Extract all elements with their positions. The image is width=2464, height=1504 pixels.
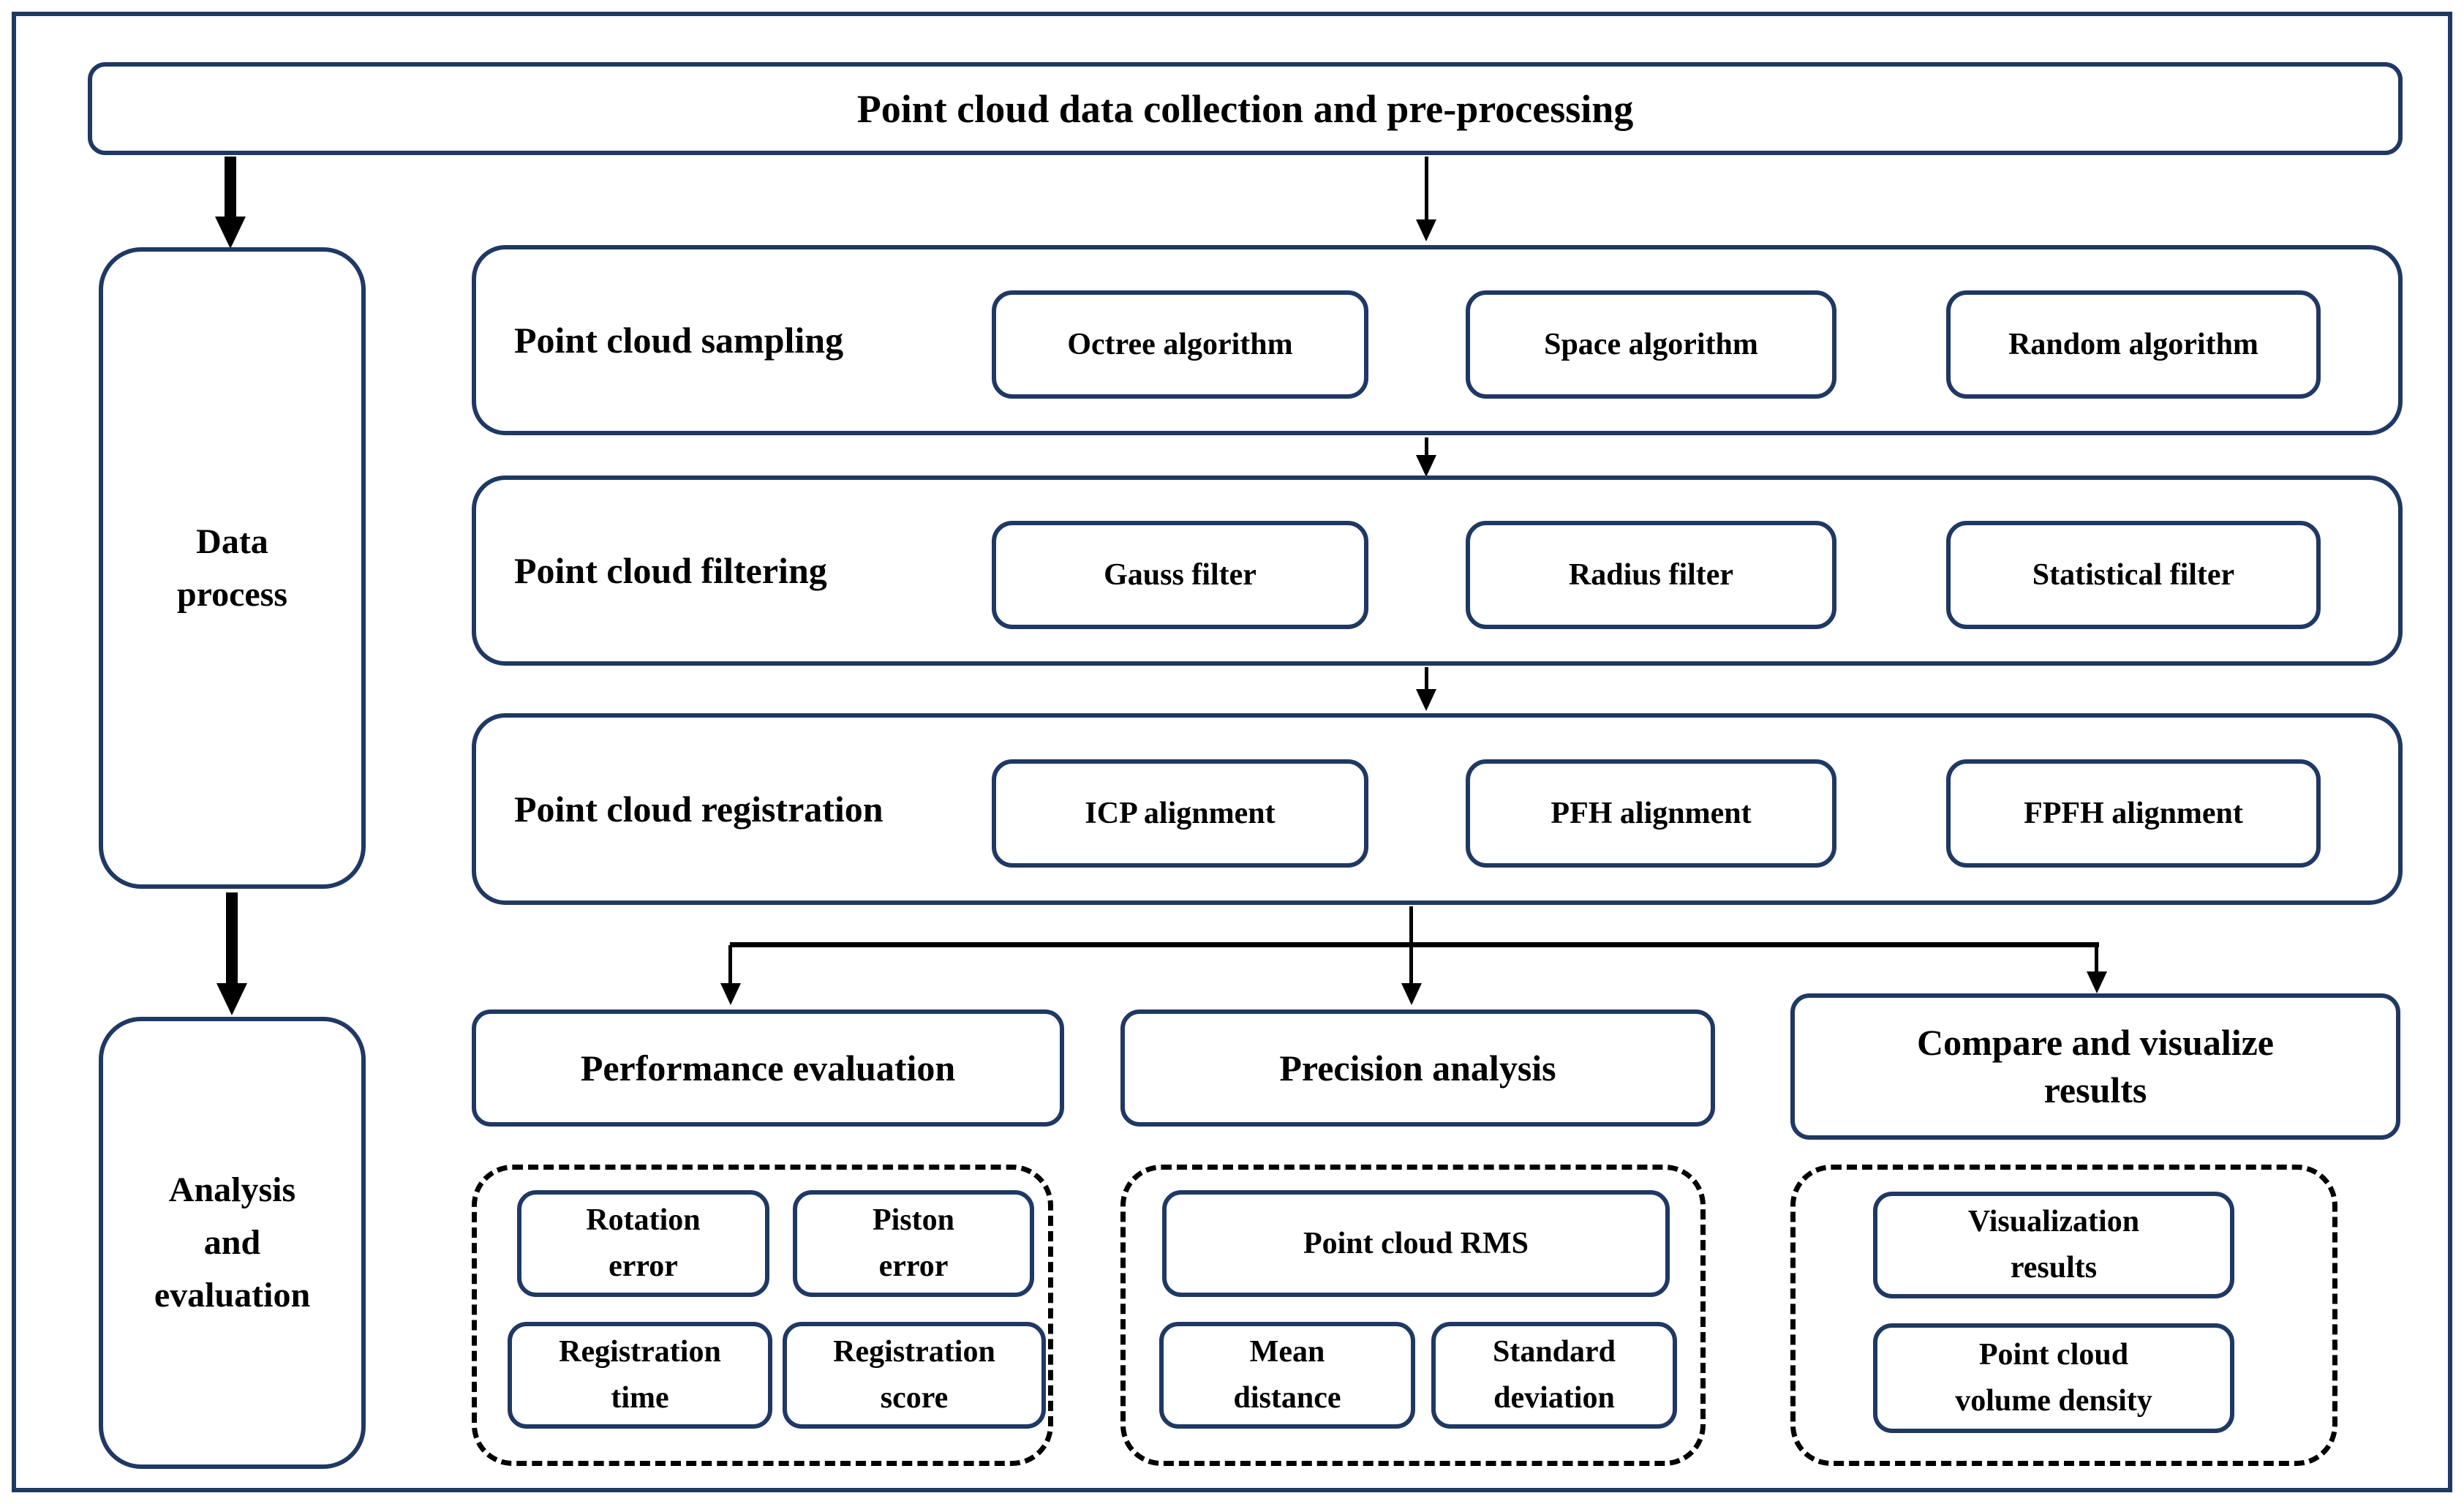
output-visualization-results: Visualization results (1873, 1192, 2234, 1298)
registration-score-label: Registration score (833, 1335, 995, 1415)
branch-horizontal-line (730, 942, 2099, 947)
row-sampling-label: Point cloud sampling (514, 320, 844, 361)
chip-statistical-filter: Statistical filter (1946, 521, 2321, 629)
chip-pfh-alignment: PFH alignment (1466, 759, 1836, 868)
metric-rotation-error: Rotation error (517, 1190, 769, 1297)
chip-random-algorithm: Random algorithm (1946, 290, 2321, 399)
mean-distance-label: Mean distance (1233, 1335, 1341, 1415)
analysis-evaluation-label: Analysis and evaluation (154, 1170, 311, 1315)
chip-space-label: Space algorithm (1544, 328, 1758, 361)
compare-visualize-label: Compare and visualize results (1917, 1022, 2274, 1110)
chip-fpfh-alignment: FPFH alignment (1946, 759, 2321, 868)
chip-radius-label: Radius filter (1568, 558, 1734, 592)
chip-statistical-label: Statistical filter (2032, 558, 2235, 592)
metric-standard-deviation: Standard deviation (1431, 1322, 1677, 1429)
analysis-evaluation-box: Analysis and evaluation (99, 1017, 366, 1469)
chip-gauss-filter: Gauss filter (992, 521, 1368, 629)
data-process-label: Data process (176, 522, 288, 614)
row-point-cloud-registration: Point cloud registration ICP alignment P… (472, 713, 2403, 905)
row-point-cloud-sampling: Point cloud sampling Octree algorithm Sp… (472, 245, 2403, 435)
group-visualization-outputs: Visualization results Point cloud volume… (1790, 1165, 2337, 1466)
visualization-results-label: Visualization results (1967, 1205, 2140, 1285)
standard-deviation-label: Standard deviation (1492, 1335, 1616, 1415)
header-precision-analysis: Precision analysis (1120, 1009, 1715, 1127)
point-cloud-rms-label: Point cloud RMS (1303, 1226, 1529, 1260)
chip-octree-algorithm: Octree algorithm (992, 290, 1368, 399)
row-registration-label: Point cloud registration (514, 789, 884, 830)
chip-octree-label: Octree algorithm (1067, 328, 1293, 361)
chip-icp-alignment: ICP alignment (992, 759, 1368, 868)
volume-density-label: Point cloud volume density (1955, 1338, 2152, 1418)
chip-fpfh-label: FPFH alignment (2024, 797, 2243, 830)
diagram-title: Point cloud data collection and pre-proc… (856, 86, 1634, 131)
chip-gauss-label: Gauss filter (1104, 558, 1257, 592)
rotation-error-label: Rotation error (586, 1203, 701, 1283)
header-compare-visualize-results: Compare and visualize results (1790, 993, 2400, 1140)
chip-space-algorithm: Space algorithm (1466, 290, 1836, 399)
output-point-cloud-volume-density: Point cloud volume density (1873, 1323, 2234, 1433)
registration-time-label: Registration time (559, 1335, 721, 1415)
performance-evaluation-label: Performance evaluation (580, 1047, 956, 1088)
row-point-cloud-filtering: Point cloud filtering Gauss filter Radiu… (472, 475, 2403, 666)
metric-point-cloud-rms: Point cloud RMS (1162, 1190, 1670, 1297)
row-filtering-label: Point cloud filtering (514, 550, 827, 591)
chip-icp-label: ICP alignment (1085, 797, 1276, 830)
header-performance-evaluation: Performance evaluation (472, 1009, 1064, 1127)
piston-error-label: Piston error (872, 1203, 954, 1283)
group-precision-metrics: Point cloud RMS Mean distance Standard d… (1120, 1165, 1706, 1466)
metric-registration-time: Registration time (508, 1322, 772, 1429)
outer-frame (12, 12, 2452, 1492)
chip-radius-filter: Radius filter (1466, 521, 1836, 629)
title-box: Point cloud data collection and pre-proc… (88, 62, 2403, 155)
metric-registration-score: Registration score (783, 1322, 1046, 1429)
branch-vertical-stem (1409, 906, 1413, 945)
chip-random-label: Random algorithm (2008, 328, 2258, 361)
chip-pfh-label: PFH alignment (1551, 797, 1752, 830)
precision-analysis-label: Precision analysis (1279, 1047, 1556, 1088)
metric-mean-distance: Mean distance (1159, 1322, 1415, 1429)
data-process-box: Data process (99, 247, 366, 889)
group-performance-metrics: Rotation error Piston error Registration… (472, 1165, 1053, 1466)
metric-piston-error: Piston error (793, 1190, 1034, 1297)
